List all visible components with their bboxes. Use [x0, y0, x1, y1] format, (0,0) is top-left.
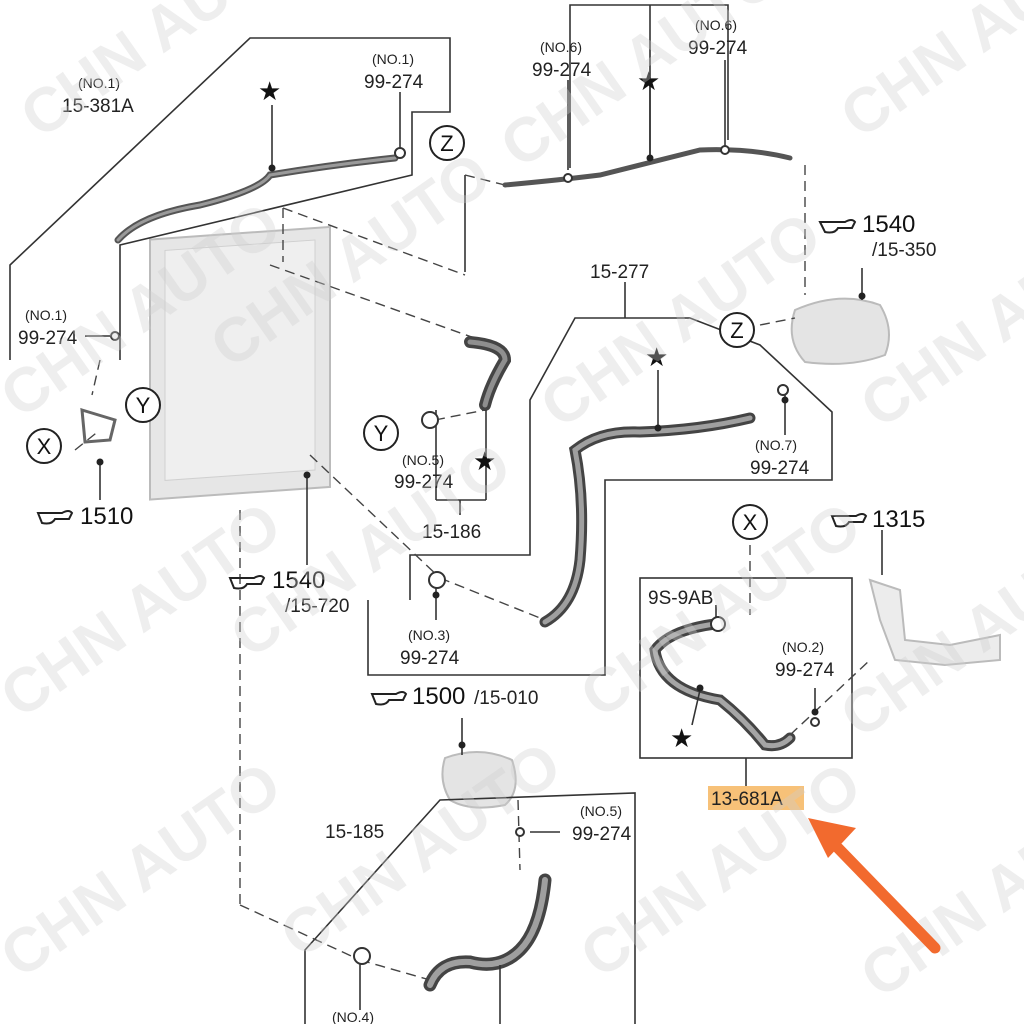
radiator [149, 225, 331, 501]
star-icon: ★ [645, 343, 668, 373]
reference-icons [36, 219, 868, 706]
star-icon: ★ [258, 77, 281, 107]
leader-dots [96, 154, 866, 749]
marker-x-left: X [37, 434, 52, 459]
label-13-681A: 13-681A [711, 789, 783, 810]
coolant-reservoir [790, 297, 890, 365]
label-9S-9AB: 9S-9AB [648, 588, 713, 609]
watermark-text: CHN AUTO [488, 0, 793, 181]
ref-15-010: /15-010 [474, 688, 538, 709]
label-no5-mid: (NO.5) [402, 452, 444, 468]
label-clamp-no6-b: 99-274 [688, 38, 748, 59]
star-icon: ★ [473, 447, 496, 477]
label-clamp-no5-bottom: 99-274 [572, 824, 632, 845]
label-clamp-no5-mid: 99-274 [394, 472, 454, 493]
label-clamp-left: 99-274 [18, 328, 78, 349]
star-icon: ★ [637, 67, 660, 97]
hoses [80, 147, 796, 992]
clamps [110, 145, 820, 965]
marker-y-left: Y [136, 393, 151, 418]
ref-15-720: /15-720 [285, 596, 349, 617]
watermark-text: CHN AUTO [8, 0, 313, 151]
label-clamp-no7: 99-274 [750, 458, 810, 479]
label-15-185: 15-185 [325, 822, 384, 843]
marker-z-top: Z [440, 131, 453, 156]
star-markers: ★ ★ ★ ★ ★ [258, 67, 693, 754]
watermark-text: CHN AUTO [0, 749, 293, 991]
marker-x-right: X [743, 510, 758, 535]
label-15-277: 15-277 [590, 262, 649, 283]
highlight-13-681A [708, 786, 804, 810]
label-clamp-no2: 99-274 [775, 660, 835, 681]
star-icon: ★ [670, 724, 693, 754]
ref-15-350: /15-350 [872, 240, 936, 261]
marker-y-mid: Y [374, 421, 389, 446]
label-clamp-no6-a: 99-274 [532, 60, 592, 81]
reference-labels: 1540 /15-350 1510 1540 /15-720 1315 1500… [80, 211, 936, 710]
ref-1540-tank: 1540 [862, 211, 915, 238]
label-no1-clamp-top: (NO.1) [372, 51, 414, 67]
label-no4: (NO.4) [332, 1009, 374, 1024]
watermark-text: CHN AUTO [828, 0, 1024, 151]
label-no6-a: (NO.6) [540, 39, 582, 55]
label-no1-clamp-left: (NO.1) [25, 307, 67, 323]
hand-pointer-icon [228, 575, 266, 590]
water-pump [441, 750, 517, 809]
arrow-shaft [832, 842, 941, 954]
callout-labels: (NO.1) 15-381A (NO.1) 99-274 (NO.1) 99-2… [18, 17, 835, 1024]
label-no7: (NO.7) [755, 437, 797, 453]
ref-1315: 1315 [872, 506, 925, 533]
outlet-pipe [868, 578, 1001, 667]
label-no1-hose: (NO.1) [78, 75, 120, 91]
label-no2: (NO.2) [782, 639, 824, 655]
label-no6-b: (NO.6) [695, 17, 737, 33]
label-no5-bottom: (NO.5) [580, 803, 622, 819]
hand-pointer-icon [370, 691, 408, 706]
label-clamp-no3: 99-274 [400, 648, 460, 669]
leader-lines [85, 60, 883, 1024]
ref-1500: 1500 [412, 683, 465, 710]
label-no3: (NO.3) [408, 627, 450, 643]
hand-pointer-icon [830, 513, 868, 528]
watermark-text: CHN AUTO [568, 749, 873, 991]
label-15-186: 15-186 [422, 522, 481, 543]
arrow-head-icon [808, 818, 856, 858]
ref-1510: 1510 [80, 503, 133, 530]
label-15-381A: 15-381A [62, 96, 134, 117]
ref-1540-rad: 1540 [272, 567, 325, 594]
circled-markers: Z Z Y X Y X [26, 125, 768, 540]
marker-z-tank: Z [730, 318, 743, 343]
label-clamp-top: 99-274 [364, 72, 424, 93]
hand-pointer-icon [36, 510, 74, 525]
highlight-arrow [808, 818, 941, 954]
hand-pointer-icon [818, 219, 857, 234]
